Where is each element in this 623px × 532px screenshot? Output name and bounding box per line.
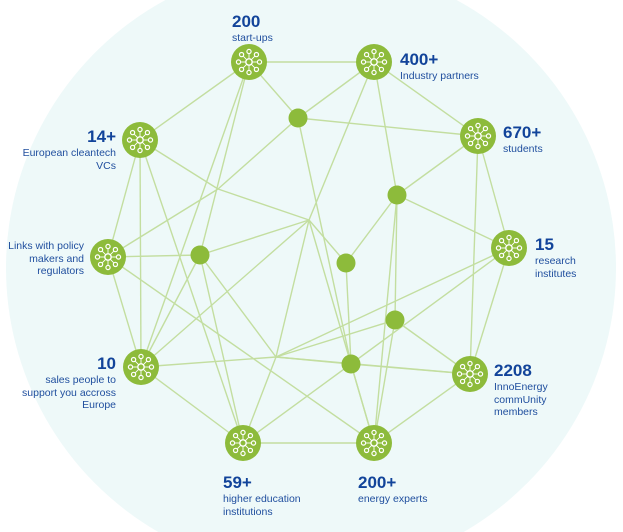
connection-line: [139, 61, 250, 141]
stat-label: European cleantech VCs: [22, 147, 116, 172]
label-energy: 200+energy experts: [358, 473, 427, 506]
connection-line: [217, 117, 299, 190]
connection-line: [199, 254, 277, 358]
connection-line: [140, 366, 244, 444]
label-industry: 400+Industry partners: [400, 50, 479, 83]
connection-line: [350, 247, 510, 365]
connection-line: [140, 254, 201, 368]
connection-line: [275, 356, 471, 375]
node-higher-network-hub-icon: [225, 425, 261, 461]
connection-line: [217, 188, 310, 221]
connection-line: [373, 61, 398, 196]
node-policy-network-hub-icon: [90, 239, 126, 275]
label-students: 670+students: [503, 123, 543, 156]
junction-dot: [190, 245, 210, 265]
connection-line: [199, 219, 310, 256]
stat-label: sales people to support you accross Euro…: [22, 374, 116, 411]
connection-line: [140, 61, 250, 368]
connection-line: [275, 319, 396, 358]
stat-label: start-ups: [232, 32, 273, 44]
connection-line: [139, 139, 244, 444]
connection-line: [345, 194, 398, 264]
connection-line: [275, 219, 310, 358]
connection-line: [139, 139, 142, 368]
connection-line: [469, 135, 479, 375]
stat-label: Industry partners: [400, 70, 479, 82]
connection-line: [477, 135, 510, 249]
connection-line: [373, 373, 471, 444]
node-students-network-hub-icon: [460, 118, 496, 154]
connection-line: [275, 247, 510, 358]
node-community-network-hub-icon: [452, 356, 488, 392]
node-industry-network-hub-icon: [356, 44, 392, 80]
connection-line: [107, 256, 142, 368]
connection-line: [242, 363, 352, 444]
stat-label: higher education institutions: [223, 493, 301, 518]
node-research-network-hub-icon: [491, 230, 527, 266]
junction-dot: [387, 185, 407, 205]
stat-label: research institutes: [535, 255, 577, 280]
junction-dot: [288, 108, 308, 128]
label-higher: 59+higher education institutions: [223, 473, 313, 518]
node-sales-network-hub-icon: [123, 349, 159, 385]
junction-dot: [385, 310, 405, 330]
connection-line: [107, 139, 141, 258]
connection-line: [199, 61, 250, 256]
stat-number: 59+: [223, 473, 252, 492]
stat-number: 2208: [494, 361, 532, 380]
connection-line: [394, 194, 398, 321]
connection-line: [373, 319, 396, 444]
connection-line: [199, 254, 244, 444]
connection-line: [140, 219, 310, 368]
label-policy: Links with policy makers and regulators: [4, 240, 84, 278]
stat-number: 670+: [503, 123, 542, 142]
junction-dot: [341, 354, 361, 374]
connection-line: [297, 117, 479, 137]
connection-line: [345, 262, 352, 365]
connection-line: [373, 61, 479, 137]
stat-number: 10: [97, 354, 116, 373]
connection-line: [107, 256, 375, 444]
node-energy-network-hub-icon: [356, 425, 392, 461]
stat-label: Links with policy makers and regulators: [8, 240, 84, 277]
label-vcs: 14+European cleantech VCs: [20, 127, 116, 172]
connection-line: [297, 117, 352, 365]
junction-dot: [336, 253, 356, 273]
stat-number: 400+: [400, 50, 439, 69]
stat-number: 200+: [358, 473, 397, 492]
connection-line: [396, 194, 510, 249]
stat-label: energy experts: [358, 493, 428, 505]
stat-label: students: [503, 143, 543, 155]
connection-line: [373, 194, 398, 444]
node-vcs-network-hub-icon: [122, 122, 158, 158]
connection-line: [308, 61, 375, 221]
stat-label: InnoEnergy commUnity members: [494, 381, 548, 418]
connection-line: [469, 247, 510, 375]
stat-number: 200: [232, 12, 261, 31]
stat-number: 15: [535, 235, 554, 254]
node-startups-network-hub-icon: [231, 44, 267, 80]
stat-number: 14+: [87, 127, 116, 146]
